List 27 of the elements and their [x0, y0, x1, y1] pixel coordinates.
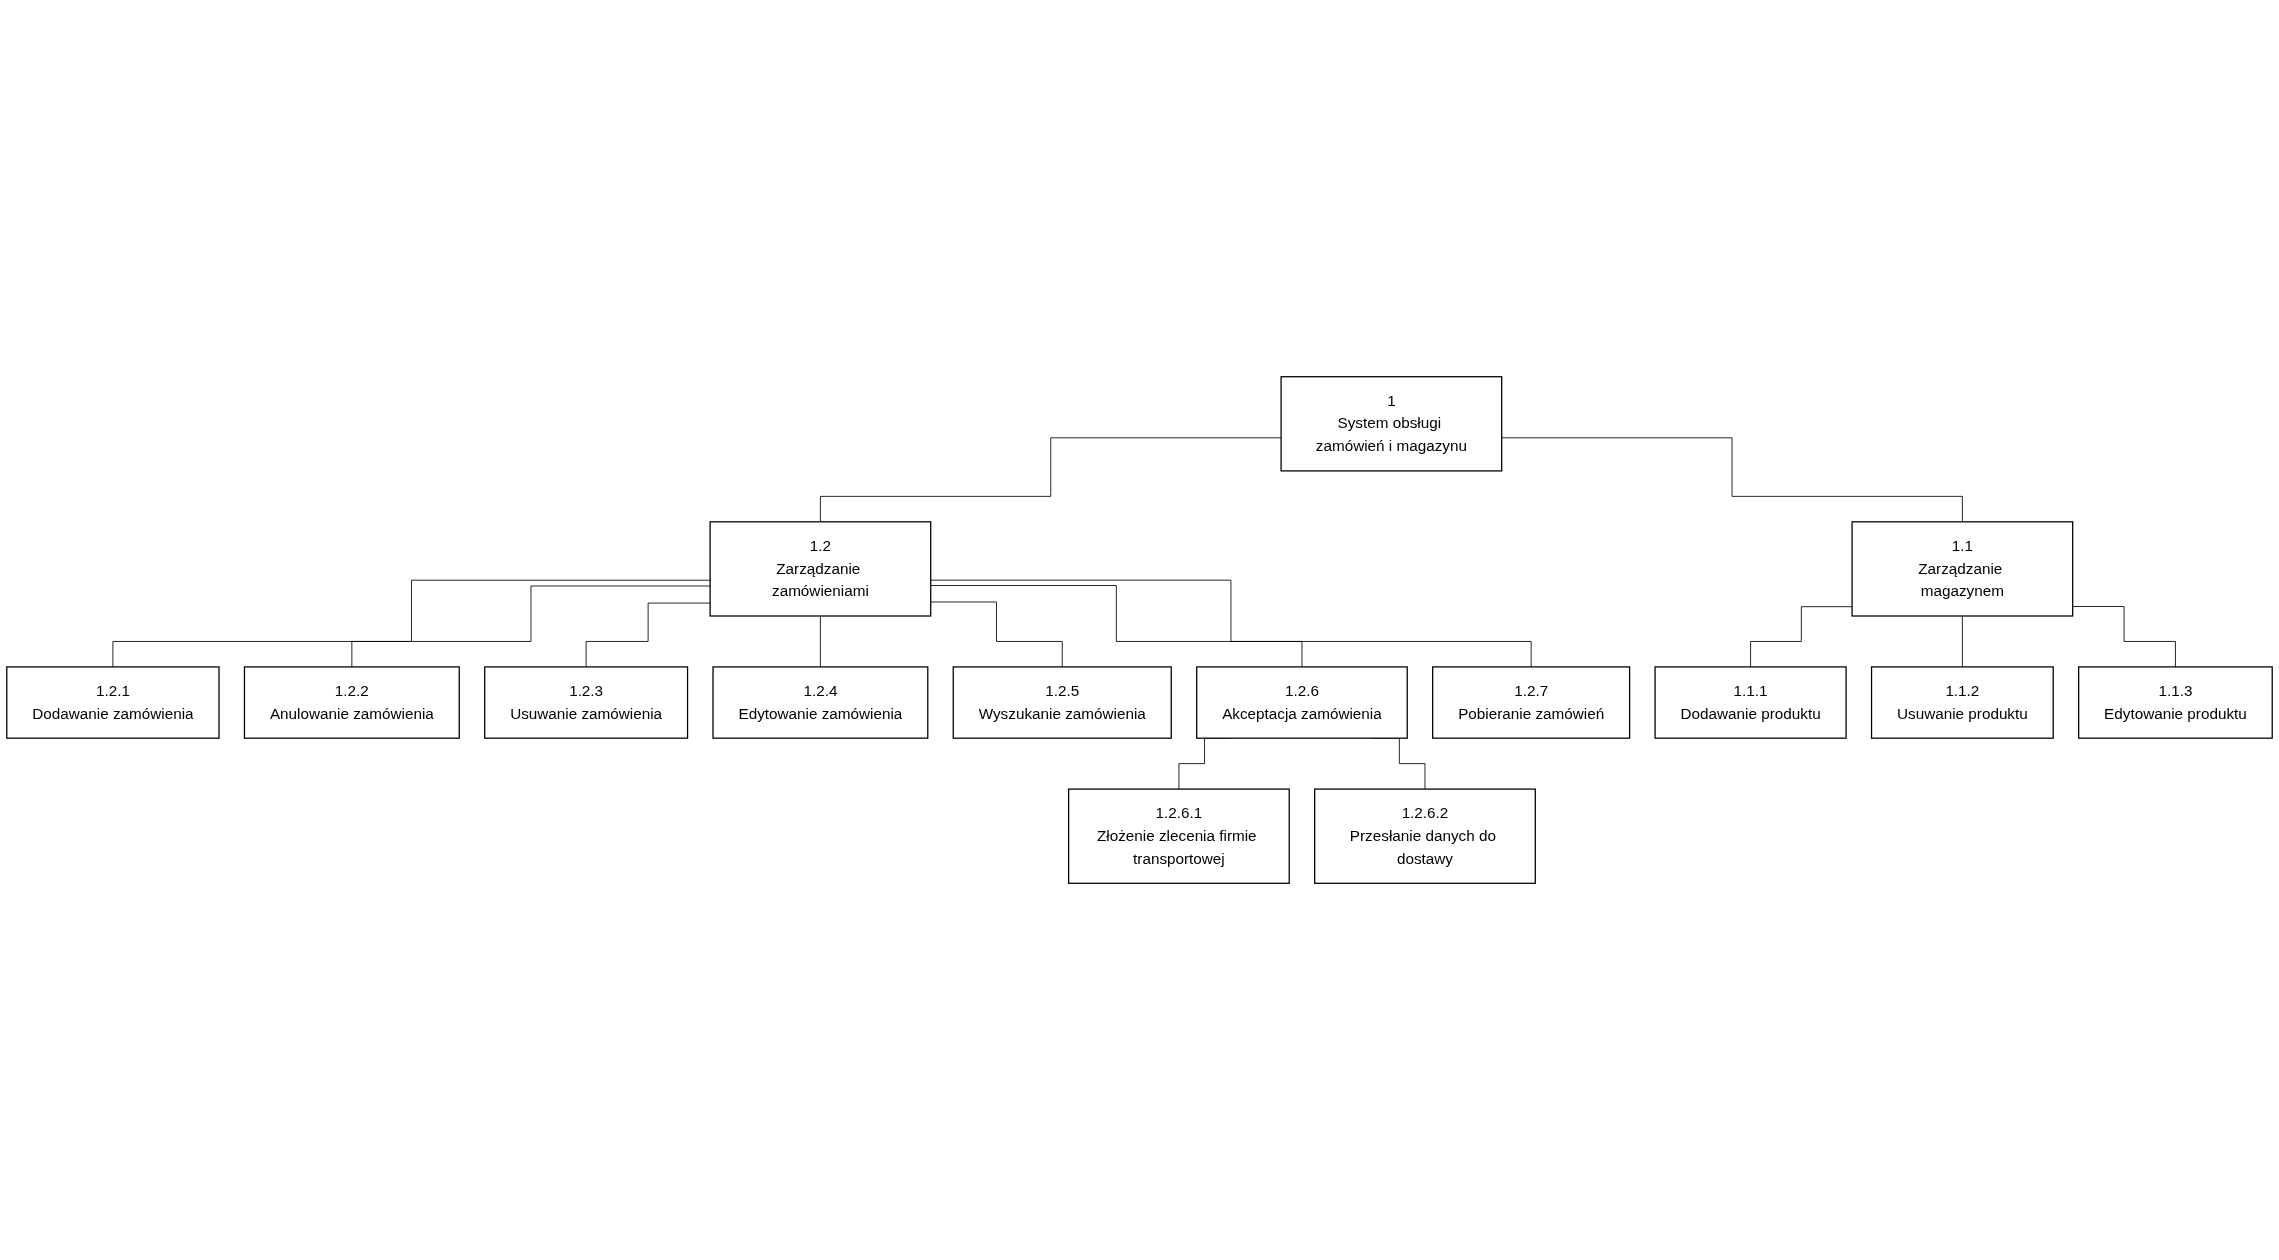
node-box: 1.2.2 Anulowanie zamówienia — [243, 666, 460, 739]
node-box: 1.2.5 Wyszukanie zamówienia — [952, 666, 1172, 739]
connector — [1961, 615, 1963, 668]
node-box: 1.2.7 Pobieranie zamówień — [1432, 666, 1631, 739]
connector — [112, 579, 711, 668]
node-box: 1.1.1 Dodawanie produktu — [1654, 666, 1847, 739]
node-box: 1.2.4 Edytowanie zamówienia — [712, 666, 929, 739]
connector — [819, 437, 1282, 523]
node-box: 1.2.3 Usuwanie zamówienia — [484, 666, 689, 739]
connector — [1750, 606, 1853, 668]
node-box: 1.2.6 Akceptacja zamówienia — [1196, 666, 1408, 739]
connector — [930, 601, 1063, 668]
node-box: 1.1.3 Edytowanie produktu — [2078, 666, 2273, 739]
connector — [351, 585, 711, 668]
node-box: 1.1.2 Usuwanie produktu — [1870, 666, 2054, 739]
node-box: 1.2 Zarządzanie zamówieniami — [709, 521, 932, 617]
connector — [930, 579, 1532, 668]
connector — [819, 615, 821, 668]
node-box: 1.1 Zarządzanie magazynem — [1851, 521, 2074, 617]
connector — [2072, 606, 2176, 668]
node-box: 1.2.6.1 Złożenie zlecenia firmie transportowej — [1068, 788, 1290, 884]
connector — [585, 602, 711, 668]
node-box: 1.2.1 Dodawanie zamówienia — [6, 666, 220, 739]
connector — [1501, 437, 1963, 523]
node-box: 1 System obsługi zamówień i magazynu — [1280, 376, 1503, 472]
node-box: 1.2.6.2 Przesłanie danych do dostawy — [1314, 788, 1536, 884]
connector — [930, 585, 1303, 668]
